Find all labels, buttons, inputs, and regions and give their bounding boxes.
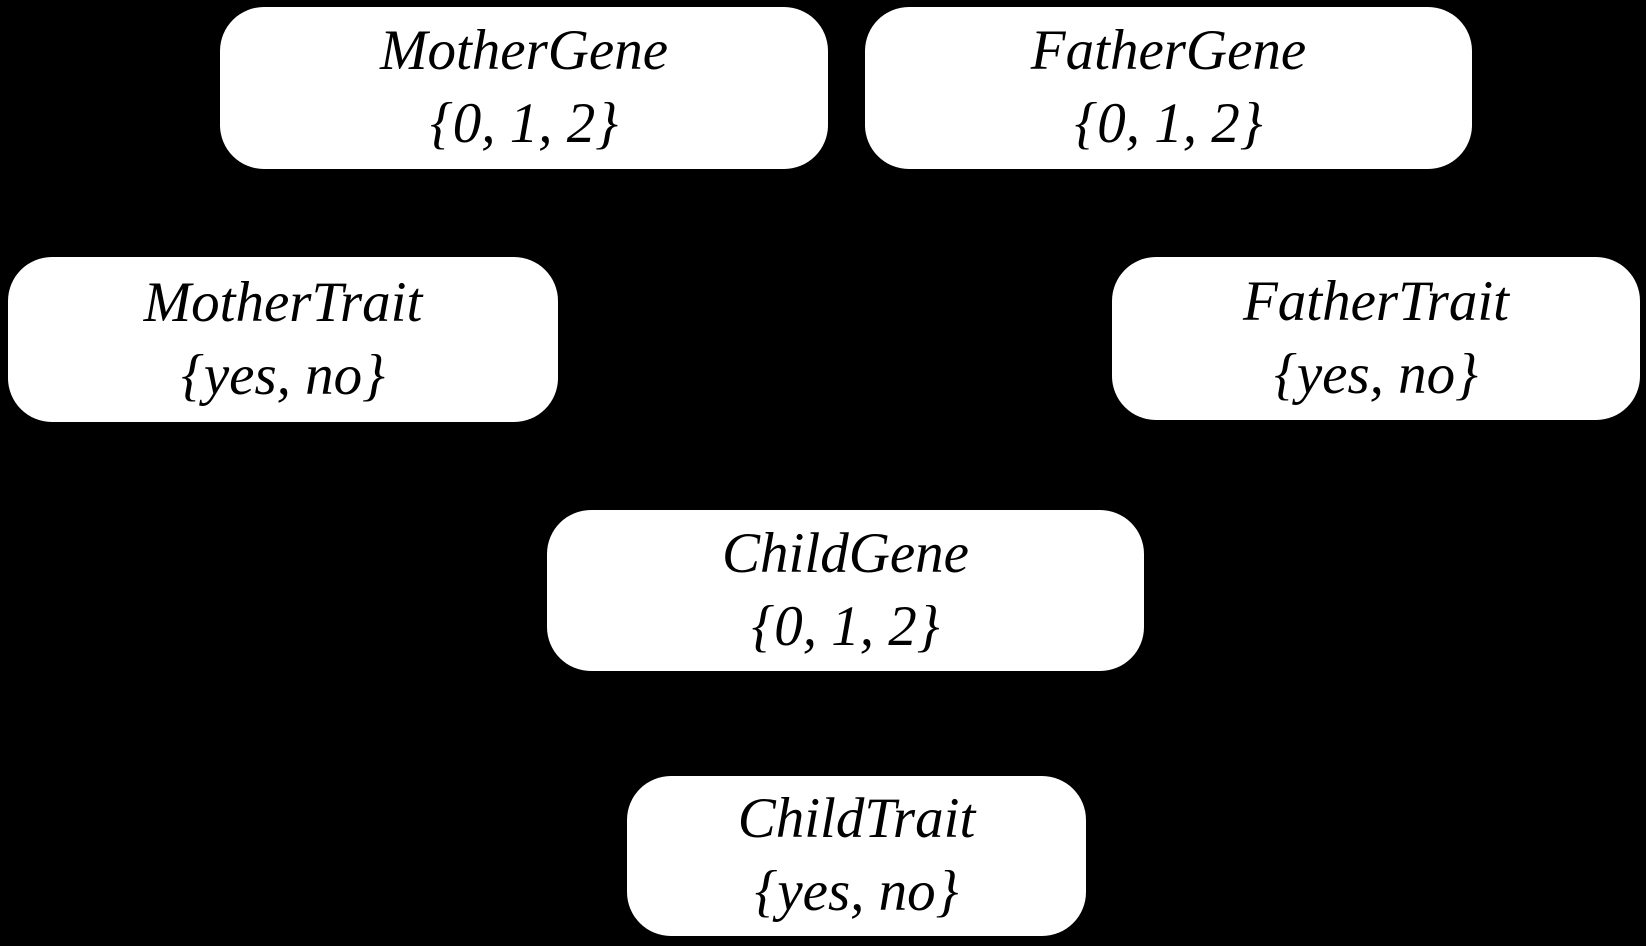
node-mother-trait: MotherTrait {yes, no} — [8, 257, 558, 422]
node-child-trait-label: ChildTrait — [737, 787, 976, 851]
node-father-trait-domain: {yes, no} — [1274, 342, 1478, 406]
node-child-trait-domain: {yes, no} — [754, 860, 959, 923]
node-child-gene-label: ChildGene — [722, 521, 969, 585]
node-father-trait-label: FatherTrait — [1242, 269, 1510, 333]
node-father-gene: FatherGene {0, 1, 2} — [865, 7, 1472, 169]
node-mother-trait-label: MotherTrait — [143, 270, 423, 334]
node-mother-trait-domain: {yes, no} — [181, 343, 385, 407]
node-father-gene-label: FatherGene — [1030, 19, 1307, 83]
node-mother-gene-domain: {0, 1, 2} — [429, 92, 619, 155]
node-father-gene-domain: {0, 1, 2} — [1074, 92, 1263, 155]
node-child-trait: ChildTrait {yes, no} — [627, 776, 1086, 936]
node-child-gene: ChildGene {0, 1, 2} — [547, 510, 1144, 671]
node-mother-gene-label: MotherGene — [379, 19, 669, 83]
node-child-gene-domain: {0, 1, 2} — [751, 594, 940, 658]
node-mother-gene: MotherGene {0, 1, 2} — [220, 7, 828, 169]
node-father-trait: FatherTrait {yes, no} — [1112, 257, 1640, 420]
